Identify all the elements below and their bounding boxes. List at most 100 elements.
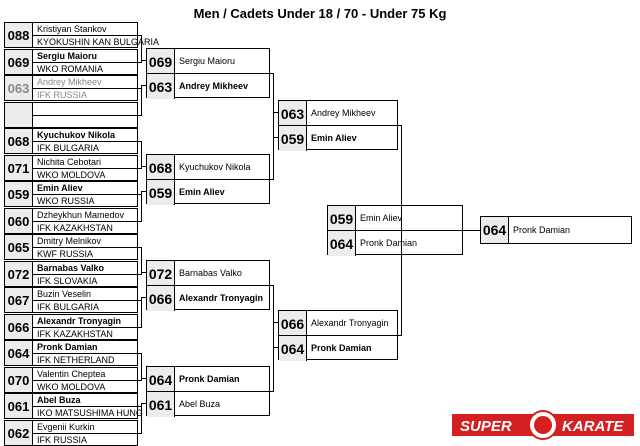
competitor-name: Abel Buza xyxy=(179,399,221,409)
competitor-name: Kyuchukov Nikola xyxy=(179,162,251,172)
competitor-name: Barnabas Valko xyxy=(179,268,242,278)
row-divider xyxy=(147,179,269,180)
competitor-club xyxy=(33,116,137,128)
bracket-connector xyxy=(138,168,142,169)
seed-number: 064 xyxy=(279,336,307,361)
seed-number: 061 xyxy=(5,394,33,418)
bracket-connector xyxy=(138,141,142,142)
competitor-name: Valentin Cheptea xyxy=(37,369,106,379)
bracket-connector xyxy=(273,322,278,323)
row-divider xyxy=(33,247,137,248)
bracket-connector xyxy=(138,433,142,434)
bracket-connector xyxy=(138,300,142,301)
seed-number: 088 xyxy=(5,23,33,47)
seed-number: 072 xyxy=(147,261,175,286)
bracket-connector xyxy=(273,347,278,348)
seed-number: 071 xyxy=(5,156,33,180)
bracket-connector xyxy=(273,73,274,180)
seed-number: 060 xyxy=(5,209,33,233)
bracket-connector xyxy=(141,60,146,61)
bracket-connector xyxy=(141,403,142,421)
row-divider xyxy=(33,115,137,116)
row-divider xyxy=(279,335,397,336)
row-divider xyxy=(33,168,137,169)
seed-number xyxy=(5,103,33,127)
seed-number: 064 xyxy=(481,217,509,243)
seed-number: 068 xyxy=(5,129,33,153)
row-divider xyxy=(33,300,137,301)
bracket-connector xyxy=(138,221,142,222)
bracket-connector xyxy=(138,115,142,116)
bracket-connector xyxy=(138,327,142,328)
bracket-connector xyxy=(141,297,142,315)
row-divider xyxy=(147,73,269,74)
fist-emblem-inner xyxy=(534,416,552,434)
bracket-connector xyxy=(398,125,402,126)
logo-word-right: KARATE xyxy=(562,418,624,435)
bracket-connector xyxy=(401,125,402,336)
competitor-name: Barnabas Valko xyxy=(37,263,105,273)
row-divider xyxy=(33,141,137,142)
bracket-connector xyxy=(141,367,142,379)
row-divider xyxy=(33,327,137,328)
bracket-connector xyxy=(138,88,142,89)
bracket-connector xyxy=(463,230,480,231)
competitor-club: KYOKUSHIN KAN BULGARIA xyxy=(37,37,160,47)
bracket-connector xyxy=(138,194,142,195)
bracket-connector xyxy=(398,335,402,336)
competitor-club: WKO RUSSIA xyxy=(37,196,95,206)
bracket-connector xyxy=(138,353,142,354)
champion-box: 064 Pronk Damian xyxy=(480,216,632,244)
row-divider xyxy=(33,380,137,381)
row-divider xyxy=(279,125,397,126)
seed-number: 061 xyxy=(147,392,175,417)
competitor-name: Sergiu Maioru xyxy=(179,56,236,66)
bracket-connector xyxy=(141,191,146,192)
competitor-name: Abel Buza xyxy=(37,395,81,405)
competitor-name: Dmitry Melnikov xyxy=(37,236,102,246)
competitor-name: Andrey Mikheev xyxy=(311,108,376,118)
row-divider xyxy=(33,194,137,195)
competitor-name: Pronk Damian xyxy=(37,342,98,352)
bracket-connector xyxy=(270,73,274,74)
competitor-club: IFK RUSSIA xyxy=(37,435,88,445)
competitor-name: Andrey Mikheev xyxy=(179,81,249,91)
competitor-club: IFK RUSSIA xyxy=(37,90,88,100)
competitor-name: Alexandr Tronyagin xyxy=(179,293,264,303)
row-divider xyxy=(33,88,137,89)
bracket-connector xyxy=(141,403,146,404)
bracket-connector xyxy=(141,272,146,273)
bracket-connector xyxy=(141,85,146,86)
competitor-club: IFK SLOVAKIA xyxy=(37,276,98,286)
row-divider xyxy=(33,274,137,275)
row-divider xyxy=(147,285,269,286)
bracket-connector xyxy=(138,247,142,248)
competitor-name: Emin Aliev xyxy=(360,213,403,223)
competitor-name: Emin Aliev xyxy=(311,133,357,143)
competitor-name: Kyuchukov Nikola xyxy=(37,130,116,140)
row-divider xyxy=(328,230,462,231)
competitor-club: IFK NETHERLAND xyxy=(37,355,115,365)
bracket-connector xyxy=(273,285,274,392)
competitor-name: Buzin Veselin xyxy=(37,289,92,299)
competitor-name: Pronk Damian xyxy=(179,374,240,384)
bracket-connector xyxy=(141,191,142,209)
seed-number: 066 xyxy=(279,311,307,336)
competitor-name: Pronk Damian xyxy=(311,343,372,353)
competitor-name: Evgenii Kurkin xyxy=(37,422,95,432)
bracket-connector xyxy=(141,85,142,103)
competitor-name: Alexandr Tronyagin xyxy=(37,316,122,326)
competitor-name: Pronk Damian xyxy=(513,225,571,235)
row-divider xyxy=(33,433,137,434)
